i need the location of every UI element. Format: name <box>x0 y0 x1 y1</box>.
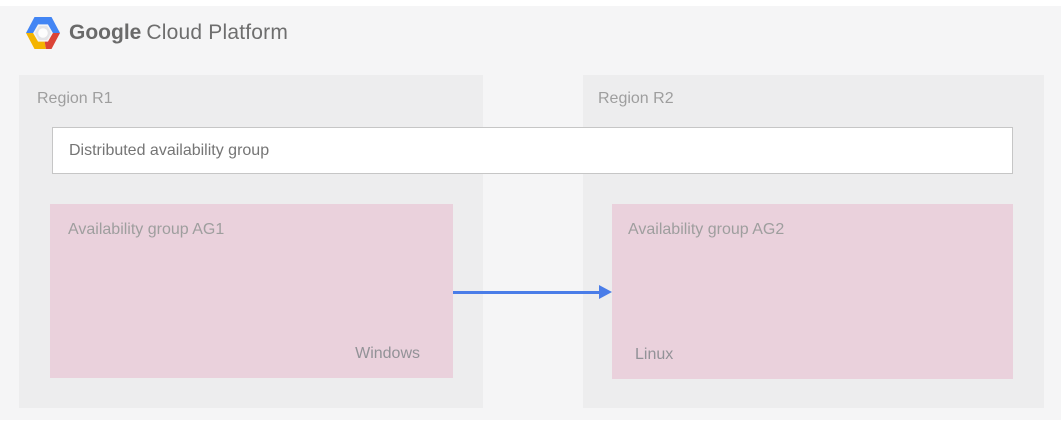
region-r2-label: Region R2 <box>598 90 674 107</box>
region-r1-label: Region R1 <box>37 90 113 107</box>
google-cloud-platform-logo-icon <box>26 17 60 49</box>
distributed-availability-group-label: Distributed availability group <box>69 142 270 159</box>
availability-group-ag1-box: Availability group AG1 Windows <box>50 204 453 378</box>
replication-arrow <box>453 285 612 299</box>
ag2-platform-label: Linux <box>635 346 674 363</box>
distributed-availability-group-box: Distributed availability group <box>52 127 1013 174</box>
availability-group-ag1-label: Availability group AG1 <box>68 221 225 238</box>
brand-google: Google <box>69 21 142 44</box>
arrow-head-icon <box>599 285 612 299</box>
availability-group-ag2-box: Availability group AG2 Linux <box>612 204 1013 379</box>
arrow-line <box>453 290 600 294</box>
brand-product: Cloud Platform <box>146 21 289 44</box>
availability-group-ag2-label: Availability group AG2 <box>628 221 785 238</box>
ag1-platform-label: Windows <box>355 345 420 362</box>
